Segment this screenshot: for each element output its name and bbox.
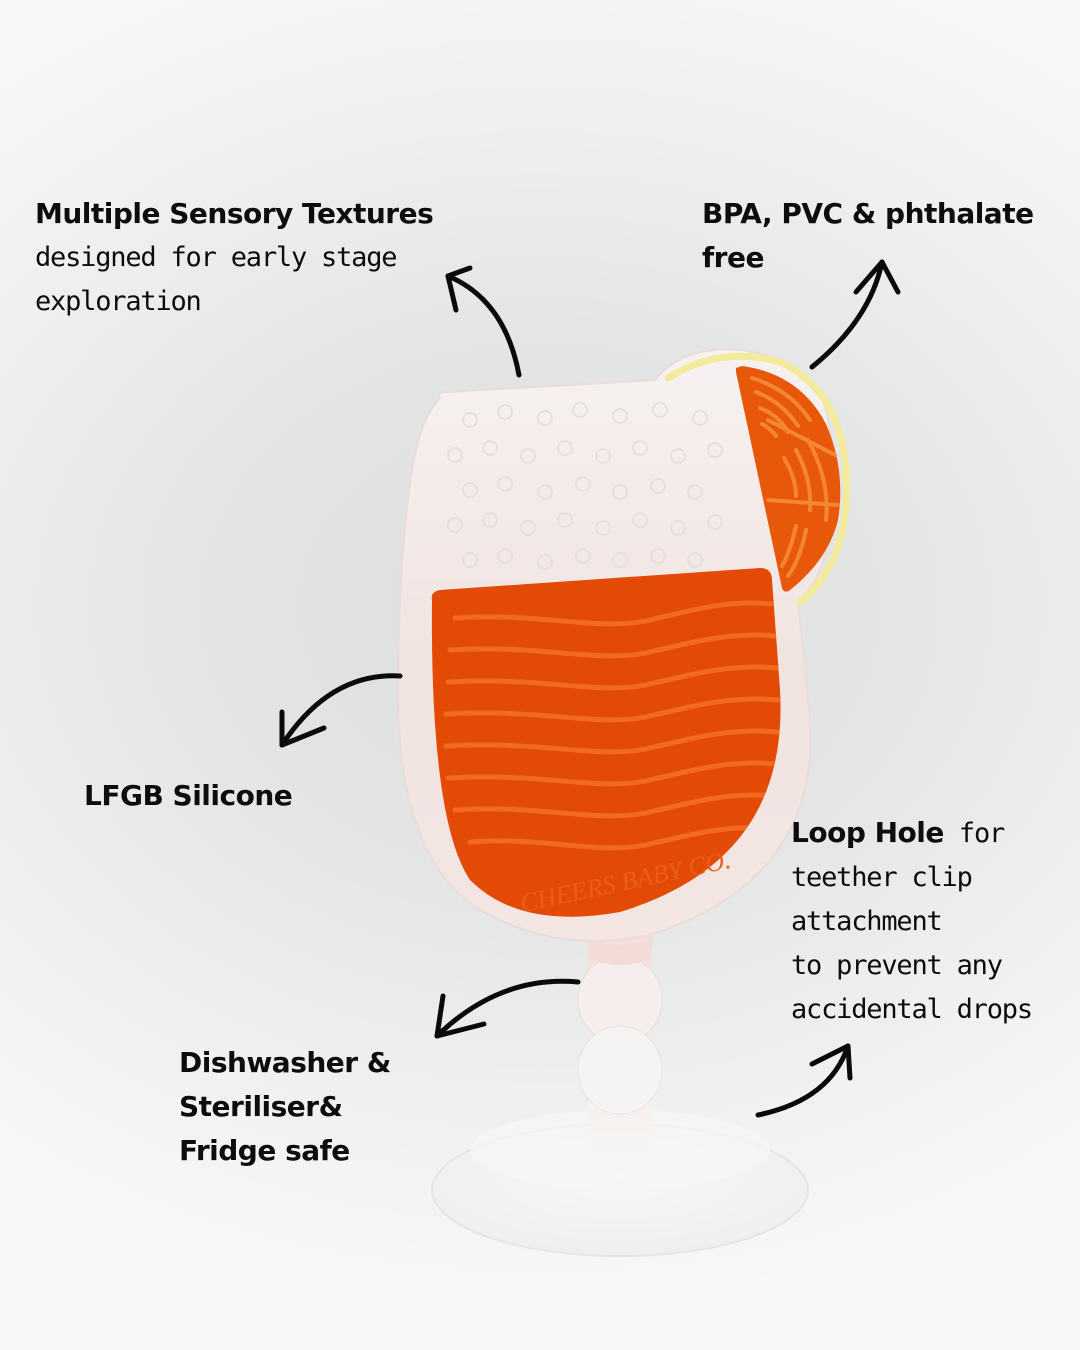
callout-line: accidental drops xyxy=(791,994,1033,1025)
callout-sensory-textures: Multiple Sensory Textures designed for e… xyxy=(35,192,434,324)
callout-dishwasher-safe: Dishwasher & Steriliser& Fridge safe xyxy=(179,1041,391,1173)
orange-slice-garnish xyxy=(664,352,851,606)
callout-line: exploration xyxy=(35,286,202,317)
callout-line: to prevent any xyxy=(791,950,1003,981)
callout-line: Fridge safe xyxy=(179,1134,350,1167)
wave-ridges xyxy=(443,600,781,851)
callout-lfgb-silicone: LFGB Silicone xyxy=(84,774,293,818)
callout-loop-hole: Loop Hole for teether clip attachment to… xyxy=(791,811,1033,1032)
callout-title-suffix: for xyxy=(943,818,1005,849)
callout-bpa-free: BPA, PVC & phthalate free xyxy=(702,192,1034,280)
callout-line: Steriliser& xyxy=(179,1090,343,1123)
glass-stem xyxy=(577,905,663,1165)
callout-title: LFGB Silicone xyxy=(84,779,293,812)
callout-line: teether clip xyxy=(791,862,973,893)
bubble-texture xyxy=(447,402,723,570)
callout-title: Multiple Sensory Textures xyxy=(35,197,434,230)
orange-liquid-panel: CHEERS BABY CO. xyxy=(431,568,781,918)
callout-title: Loop Hole xyxy=(791,816,944,849)
callout-line: designed for early stage xyxy=(35,242,398,273)
callout-line: attachment xyxy=(791,906,943,937)
callout-line: free xyxy=(702,241,764,274)
callout-line: Dishwasher & xyxy=(179,1046,391,1079)
slice-segments xyxy=(750,376,840,578)
callout-line: BPA, PVC & phthalate xyxy=(702,197,1034,230)
